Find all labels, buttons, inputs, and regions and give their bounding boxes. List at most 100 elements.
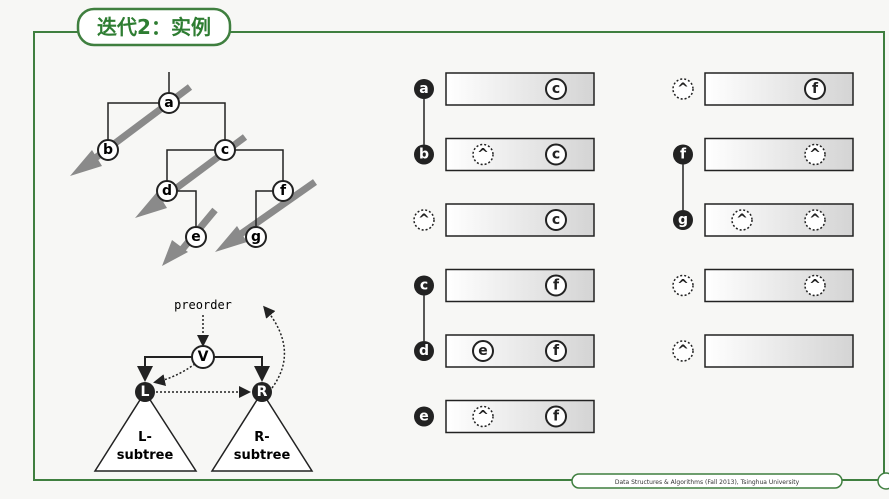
svg-text:V: V	[198, 349, 209, 365]
stack-item: ^	[731, 209, 753, 231]
stack-item-label: c	[552, 147, 560, 163]
stack-item-label: ^	[809, 147, 821, 163]
stack-item: c	[545, 78, 567, 100]
preorder-diagram: preorder L- subtree R- subtree V L R	[93, 298, 314, 472]
footer-pill: Data Structures & Algorithms (Fall 2013)…	[571, 473, 843, 489]
stack-box	[445, 203, 595, 237]
slide-title: 迭代2：实例	[97, 15, 211, 39]
stack-item-label: ^	[736, 212, 748, 228]
chain-node: ^	[413, 209, 435, 231]
stack-row: d e f	[414, 334, 595, 368]
stack-row: e ^ f	[414, 399, 595, 434]
stack-box	[445, 72, 595, 106]
stack-item-label: f	[812, 81, 819, 97]
svg-text:f: f	[280, 183, 287, 199]
chain-node: ^	[672, 78, 694, 100]
stack-row: g ^ ^	[673, 203, 854, 237]
stack-row: b ^ c	[414, 137, 595, 172]
node-l: L	[135, 382, 155, 402]
stack-item: ^	[472, 143, 494, 166]
chain-node: ^	[672, 340, 694, 362]
tree-node-c: c	[214, 139, 236, 161]
chain-node-label: e	[419, 409, 429, 425]
chain-node-label: ^	[677, 81, 689, 97]
stack-item: e	[472, 340, 494, 362]
stack-item-label: f	[553, 278, 560, 294]
stack-item: f	[545, 340, 567, 362]
preorder-label: preorder	[174, 298, 232, 312]
svg-text:b: b	[103, 142, 113, 158]
svg-text:L: L	[141, 384, 150, 400]
stack-row: ^^	[672, 268, 854, 303]
stack-item: ^	[804, 274, 826, 297]
tree-node-a: a	[158, 92, 180, 114]
stack-box	[445, 137, 595, 172]
right-subtree-triangle	[210, 390, 314, 472]
stack-box	[445, 268, 595, 303]
tree-node-d: d	[156, 180, 178, 202]
stack-item-label: e	[478, 343, 488, 359]
node-r: R	[252, 382, 272, 402]
stack-item: c	[545, 143, 567, 166]
stack-item: f	[545, 405, 567, 428]
right-subtree-label-1: R-	[254, 430, 269, 445]
chain-node-label: a	[419, 81, 428, 97]
tree-node-b: b	[97, 139, 119, 161]
svg-text:d: d	[162, 183, 172, 199]
stack-item-label: f	[553, 409, 560, 425]
chain-node: c	[414, 275, 434, 296]
svg-text:c: c	[221, 142, 229, 158]
svg-text:R: R	[257, 384, 268, 400]
footer-text: Data Structures & Algorithms (Fall 2013)…	[615, 479, 800, 486]
node-v: V	[191, 345, 215, 369]
stack-item: ^	[804, 143, 826, 166]
chain-node-label: c	[420, 278, 428, 294]
chain-node-label: g	[678, 212, 688, 228]
stack-box	[445, 399, 595, 434]
chain-node: b	[414, 144, 434, 165]
stack-item-label: c	[552, 81, 560, 97]
left-subtree-label-2: subtree	[117, 448, 174, 463]
binary-tree: a b c d e f g	[70, 72, 318, 266]
slide-frame	[33, 31, 885, 481]
chain-node: d	[414, 341, 434, 361]
stack-item-label: c	[552, 212, 560, 228]
chain-node-label: ^	[677, 278, 689, 294]
stack-item: ^	[472, 405, 494, 428]
stack-item-label: f	[553, 343, 560, 359]
svg-text:e: e	[191, 229, 201, 245]
stack-item: f	[804, 78, 826, 100]
chain-node-label: ^	[418, 212, 430, 228]
right-subtree-label-2: subtree	[234, 448, 291, 463]
svg-text:a: a	[164, 95, 173, 111]
svg-text:g: g	[251, 229, 261, 245]
stack-item: c	[545, 209, 567, 231]
chain-node: g	[673, 210, 693, 230]
stack-box	[704, 334, 854, 368]
stack-box	[445, 334, 595, 368]
stack-row: f^	[673, 137, 854, 172]
stack-item: ^	[804, 209, 826, 231]
stack-item-label: ^	[477, 409, 489, 425]
stack-box	[704, 268, 854, 303]
stack-row: ^c	[413, 203, 595, 237]
chain-node: a	[414, 79, 434, 99]
chain-node-label: d	[419, 343, 429, 359]
stack-item-label: ^	[477, 147, 489, 163]
left-subtree-label-1: L-	[138, 430, 152, 445]
tree-node-f: f	[272, 180, 294, 202]
chain-node: f	[673, 144, 693, 165]
chain-node-label: b	[419, 147, 429, 163]
chain-node-label: ^	[677, 343, 689, 359]
stack-item: f	[545, 274, 567, 297]
tree-node-g: g	[245, 226, 267, 248]
chain-node: ^	[672, 274, 694, 297]
chain-node-label: f	[680, 147, 687, 163]
stack-box	[704, 137, 854, 172]
stack-box	[704, 72, 854, 106]
